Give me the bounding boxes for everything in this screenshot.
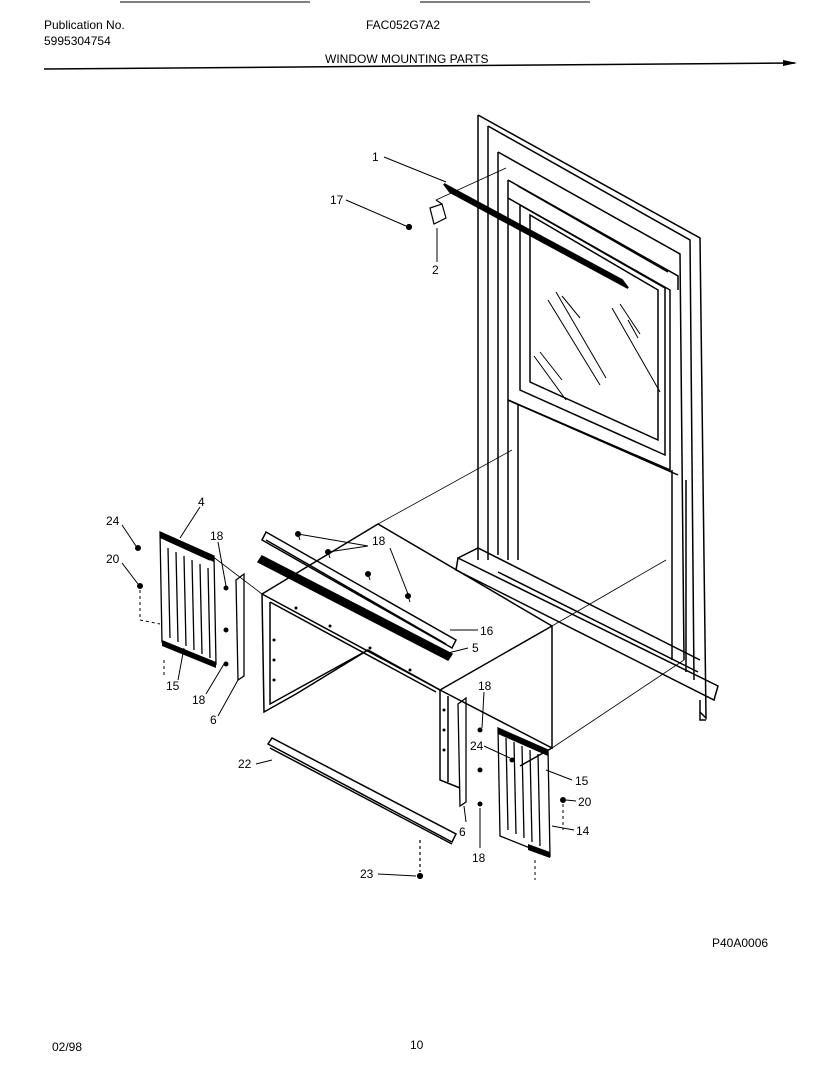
bracket-screw (405, 223, 413, 231)
callout-14: 14 (576, 824, 590, 838)
header-rule (43, 62, 796, 70)
callout-18-right-top: 18 (478, 679, 492, 693)
left-side-seal (235, 572, 245, 682)
alignment-lines (211, 167, 685, 749)
callout-24-right: 24 (470, 739, 484, 753)
top-rail-screws (295, 531, 411, 603)
right-side-curtain (497, 726, 551, 857)
callout-18-right-bottom: 18 (472, 851, 486, 865)
sash-bracket (429, 199, 447, 225)
page-number: 10 (410, 1038, 424, 1052)
model-number: FAC052G7A2 (366, 18, 441, 32)
right-screws (477, 727, 566, 880)
cabinet-holes (272, 606, 446, 752)
section-title: WINDOW MOUNTING PARTS (325, 52, 489, 66)
left-screws (135, 545, 229, 676)
header-rule-arrow (783, 60, 797, 66)
bottom-rail-screw (416, 840, 424, 880)
right-curtain-bottom-strip (528, 844, 550, 858)
callout-6-right: 6 (459, 825, 466, 839)
callout-5: 5 (472, 641, 479, 655)
publication-label: Publication No. (44, 18, 125, 32)
top-seal-strip (443, 183, 629, 289)
callout-18-top: 18 (372, 534, 386, 548)
callout-18-left-top: 18 (210, 529, 224, 543)
right-side-seal (457, 696, 467, 808)
bottom-mounting-rail (266, 737, 458, 845)
callout-16: 16 (480, 624, 494, 638)
callout-1: 1 (372, 150, 379, 164)
glass-reflections (533, 291, 661, 401)
callout-20-left: 20 (106, 552, 120, 566)
left-curtain-bottom-strip (162, 640, 216, 668)
window-frame (455, 114, 719, 721)
leader-lines (121, 156, 577, 877)
callout-4: 4 (198, 495, 205, 509)
callout-20-right: 20 (578, 795, 592, 809)
left-curtain-top-strip (160, 532, 214, 562)
top-mounting-rail (261, 530, 457, 650)
callout-17: 17 (330, 193, 344, 207)
callout-15-left: 15 (166, 679, 180, 693)
top-seal-strip-cabinet (256, 555, 454, 661)
callout-24-left: 24 (106, 514, 120, 528)
callout-2: 2 (432, 263, 439, 277)
callout-22: 22 (238, 757, 252, 771)
right-curtain-top-strip (498, 728, 548, 756)
publication-number: 5995304754 (44, 34, 111, 48)
callout-15-right: 15 (575, 774, 589, 788)
callout-6-left: 6 (210, 713, 217, 727)
footer-date: 02/98 (52, 1040, 83, 1054)
callout-18-left-bottom: 18 (192, 693, 206, 707)
callout-23: 23 (360, 867, 374, 881)
figure-code: P40A0006 (712, 936, 769, 950)
